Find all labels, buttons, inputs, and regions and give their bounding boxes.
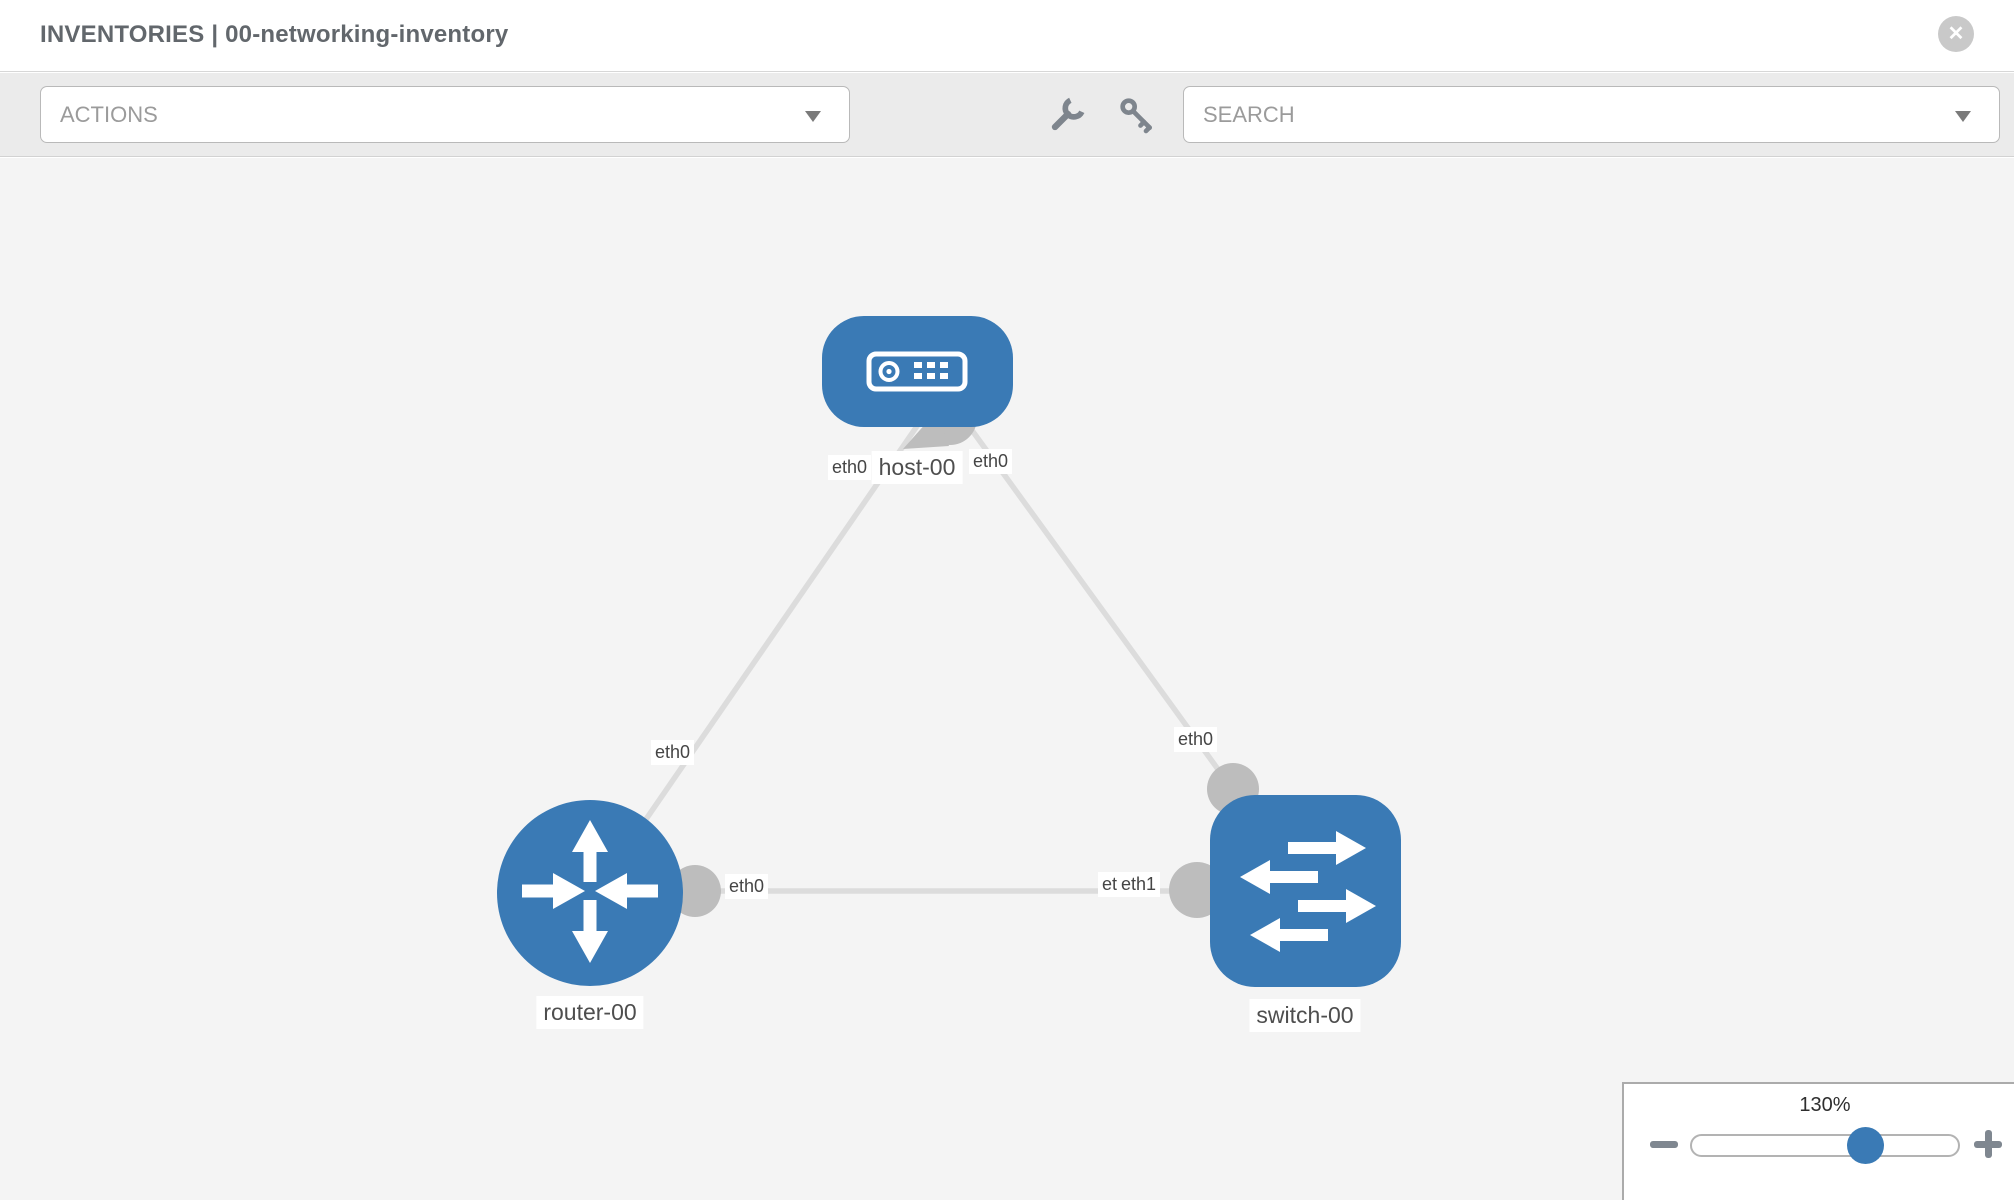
actions-dropdown-label: ACTIONS (60, 102, 158, 127)
node-switch-00[interactable] (1210, 795, 1401, 987)
zoom-in-button[interactable] (1974, 1130, 2002, 1158)
zoom-slider[interactable] (1690, 1127, 1960, 1164)
inventory-panel-header: INVENTORIES | 00-networking-inventory ✕ (0, 0, 2014, 72)
search-dropdown[interactable]: SEARCH (1183, 86, 2000, 143)
topology-svg (497, 316, 1401, 987)
interface-label: eth0 (969, 449, 1013, 474)
switch-icon (1240, 831, 1376, 952)
node-label-switch: switch-00 (1249, 999, 1361, 1032)
zoom-out-button[interactable] (1650, 1141, 1678, 1148)
interface-label: eth0 (1174, 727, 1218, 752)
zoom-slider-thumb[interactable] (1847, 1127, 1884, 1164)
search-dropdown-label: SEARCH (1203, 102, 1295, 127)
actions-dropdown[interactable]: ACTIONS (40, 86, 850, 143)
topology-canvas[interactable]: eth0 eth0 eth0 eth0 eth0 eth0 eth1 host-… (0, 158, 2014, 1200)
host-icon (866, 351, 968, 392)
node-label-router: router-00 (536, 996, 644, 1029)
credentials-button[interactable] (1117, 95, 1157, 135)
router-icon (522, 820, 658, 963)
zoom-level-label: 130% (1799, 1094, 1851, 1116)
node-router-00[interactable] (497, 800, 683, 986)
toolbar: ACTIONS SEARCH (0, 73, 2014, 157)
page-title: INVENTORIES | 00-networking-inventory (40, 21, 509, 48)
close-icon: ✕ (1947, 23, 1965, 45)
wrench-icon (1051, 97, 1085, 131)
chevron-down-icon (1955, 111, 1971, 122)
close-button[interactable]: ✕ (1938, 16, 1974, 52)
interface-label: eth0 (651, 740, 695, 765)
interface-label: eth1 (1117, 872, 1161, 897)
configure-button[interactable] (1047, 95, 1087, 135)
interface-label: eth0 (725, 874, 769, 899)
chevron-down-icon (805, 111, 821, 122)
node-label-host: host-00 (871, 451, 963, 484)
interface-label: eth0 (828, 455, 872, 480)
node-host-00[interactable] (822, 316, 1013, 427)
key-icon (1120, 98, 1152, 134)
zoom-panel: 130% (1622, 1082, 2014, 1200)
